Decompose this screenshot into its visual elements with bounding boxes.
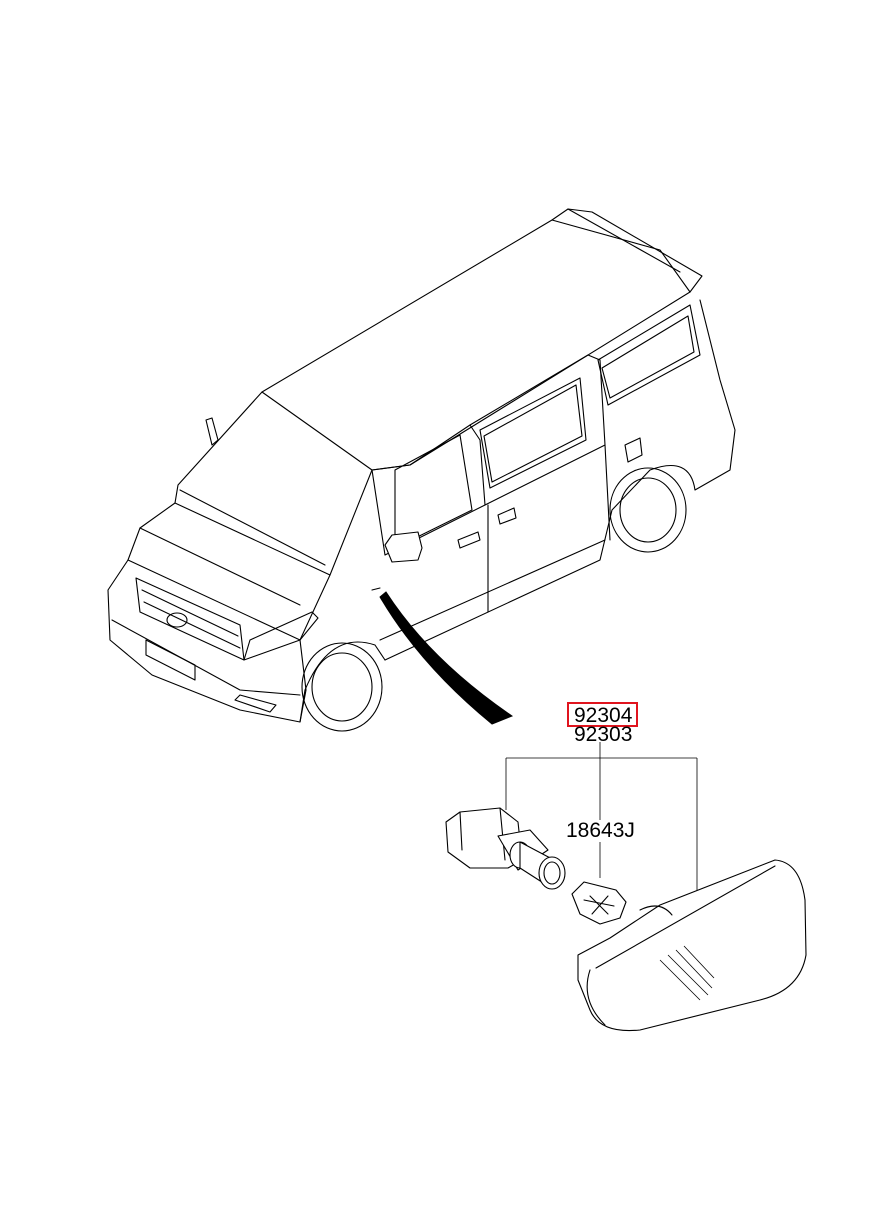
part-number-92304[interactable]: 92304 xyxy=(574,704,633,727)
side-repeater-lamp-icon xyxy=(577,859,807,1032)
part-number-92303[interactable]: 92303 xyxy=(574,723,633,746)
van-illustration xyxy=(107,208,736,732)
bulb-socket-icon xyxy=(445,807,566,890)
wedge-bulb-icon xyxy=(571,881,627,925)
highlight-box xyxy=(567,702,638,727)
part-number-18643j[interactable]: 18643J xyxy=(566,819,635,842)
leader-lines xyxy=(505,742,698,895)
callout-arrow xyxy=(379,591,514,725)
